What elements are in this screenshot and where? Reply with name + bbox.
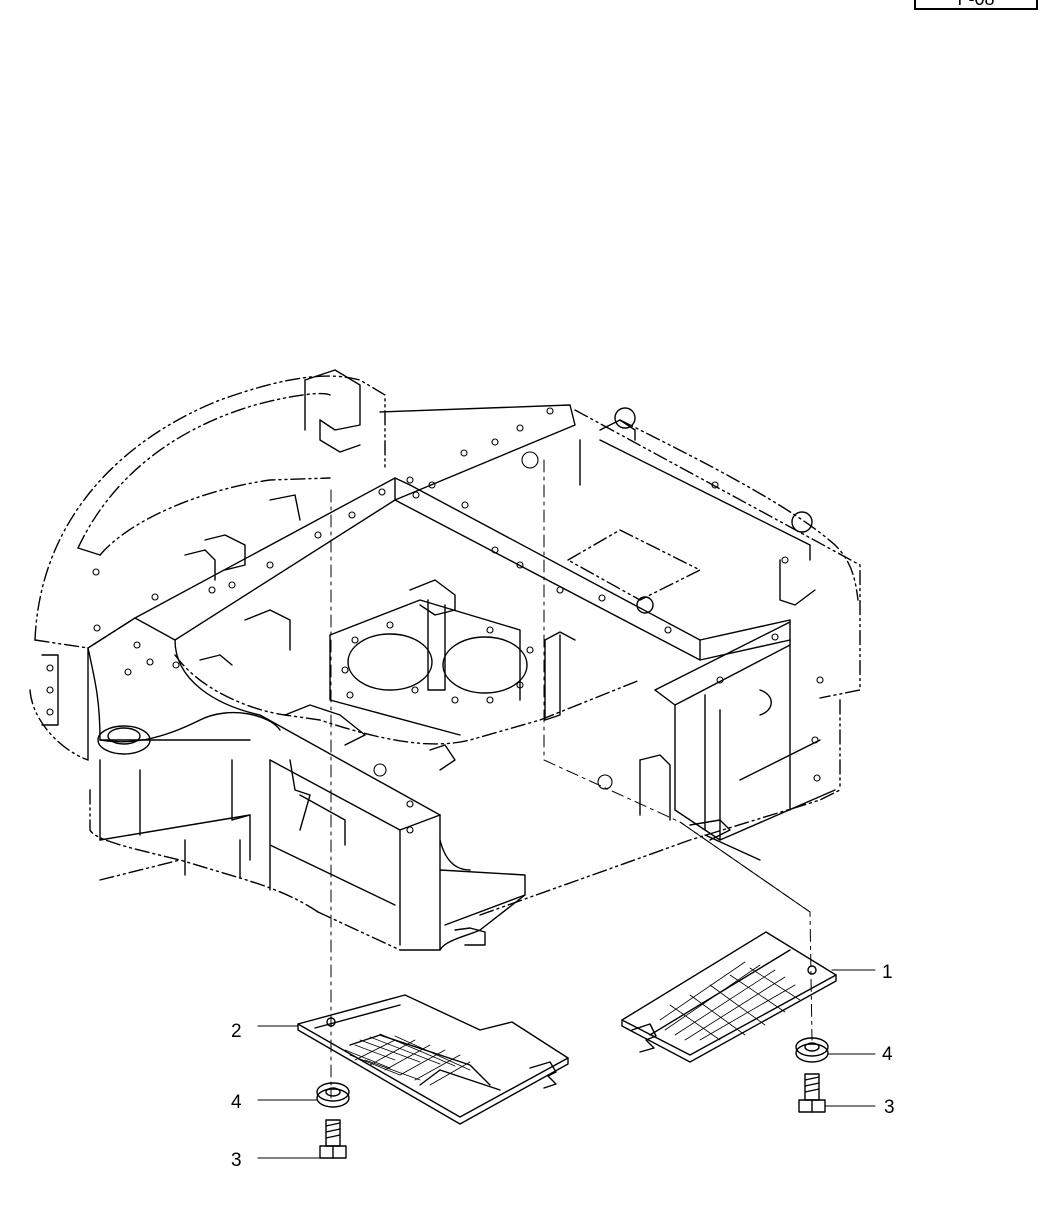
callout-3-left: 3 bbox=[231, 1150, 242, 1171]
cover-plate-left bbox=[297, 994, 569, 1125]
bolt-holes bbox=[46, 407, 824, 834]
main-beams bbox=[87, 404, 791, 706]
bolt-right bbox=[798, 1073, 826, 1113]
callout-4-right: 4 bbox=[882, 1044, 893, 1065]
callout-2: 2 bbox=[231, 1021, 242, 1042]
callout-leaders bbox=[257, 969, 876, 1159]
callout-3-right: 3 bbox=[884, 1097, 895, 1118]
callout-4-left: 4 bbox=[231, 1092, 242, 1113]
washer-left bbox=[316, 1082, 350, 1108]
washer-right bbox=[795, 1037, 829, 1063]
right-frame bbox=[567, 407, 836, 841]
page-tag-text: F-08 bbox=[957, 0, 994, 9]
front-frame bbox=[87, 639, 526, 951]
cover-plate-right bbox=[621, 931, 837, 1063]
assembly-leaders bbox=[330, 459, 813, 1099]
page-tag: F-08 bbox=[914, 0, 1038, 10]
callout-1: 1 bbox=[882, 962, 893, 983]
center-plate bbox=[174, 599, 641, 745]
brackets bbox=[41, 369, 761, 946]
bolt-left bbox=[319, 1119, 347, 1159]
